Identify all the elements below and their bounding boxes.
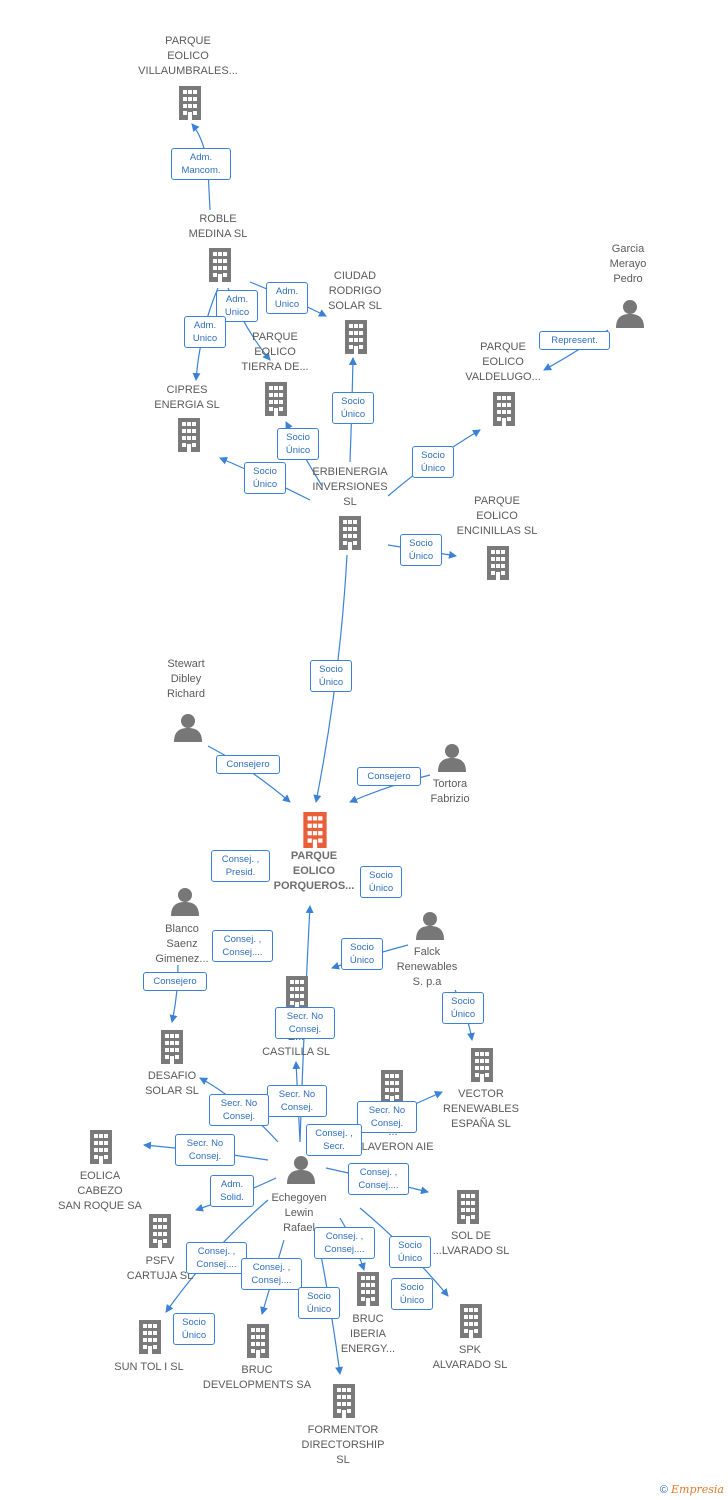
building-icon[interactable] (457, 1304, 485, 1338)
edge-label: Socio Único (244, 462, 286, 494)
building-icon[interactable] (176, 86, 204, 120)
edge-label: Adm. Unico (266, 282, 308, 314)
building-icon[interactable] (490, 392, 518, 426)
person-icon[interactable] (170, 886, 200, 916)
building-icon[interactable] (468, 1048, 496, 1082)
edge-tortora-porqueros (349, 774, 431, 803)
node-label-bruc-iberia[interactable]: BRUC IBERIA ENERGY... (340, 1313, 396, 1355)
node-label-garcia[interactable]: Garcia Merayo Pedro (609, 243, 647, 285)
edge-label: Adm. Mancom. (171, 148, 231, 180)
node-label-porqueros[interactable]: PARQUE EOLICO PORQUEROS... (273, 850, 355, 892)
edge-label: Consej. , Consej.... (241, 1258, 302, 1290)
edge-label: Secr. No Consej. (357, 1101, 417, 1133)
node-label-blanco[interactable]: Blanco Saenz Gimenez... (155, 923, 209, 965)
building-icon[interactable] (136, 1320, 164, 1354)
node-label-tierra[interactable]: PARQUE EOLICO TIERRA DE... (241, 331, 309, 373)
edge-label: Socio Único (173, 1313, 215, 1345)
edge-label: Secr. No Consej. (209, 1094, 269, 1126)
person-icon[interactable] (286, 1154, 316, 1184)
building-icon[interactable] (146, 1214, 174, 1248)
edge-label: Secr. No Consej. (275, 1007, 335, 1039)
node-label-sun-tol[interactable]: SUN TOL I SL (114, 1361, 184, 1373)
edge-label: Secr. No Consej. (175, 1134, 235, 1166)
edge-label: Adm. Solid. (210, 1175, 254, 1207)
edge-label: Socio Único (400, 534, 442, 566)
edge-label: Socio Único (310, 660, 352, 692)
building-icon[interactable] (342, 320, 370, 354)
node-label-eolica-cabezo[interactable]: EOLICA CABEZO SAN ROQUE SA (58, 1170, 142, 1212)
node-label-formentor[interactable]: FORMENTOR DIRECTORSHIP SL (301, 1424, 385, 1466)
node-label-stewart[interactable]: Stewart Dibley Richard (167, 658, 205, 700)
edge-label: Socio Único (442, 992, 484, 1024)
edge-label: Adm. Unico (216, 290, 258, 322)
building-icon[interactable] (175, 418, 203, 452)
edge-label: Consejero (143, 972, 207, 991)
node-label-roble[interactable]: ROBLE MEDINA SL (188, 213, 248, 240)
person-icon[interactable] (615, 298, 645, 328)
building-icon[interactable] (354, 1272, 382, 1306)
building-icon[interactable] (484, 546, 512, 580)
edge-label: Consej. , Presid. (211, 850, 270, 882)
building-icon[interactable] (206, 248, 234, 282)
node-label-villaumbrales[interactable]: PARQUE EOLICO VILLAUMBRALES... (138, 35, 238, 77)
edge-label: Consejero (357, 767, 421, 786)
building-icon[interactable] (336, 516, 364, 550)
node-label-encinillas[interactable]: PARQUE EOLICO ENCINILLAS SL (456, 495, 538, 537)
edge-label: Consej. , Consej.... (186, 1242, 247, 1274)
building-icon[interactable] (283, 976, 311, 1010)
node-label-ciudad-rodrigo[interactable]: CIUDAD RODRIGO SOLAR SL (328, 270, 382, 312)
person-icon[interactable] (437, 742, 467, 772)
node-label-valdelugo[interactable]: PARQUE EOLICO VALDELUGO... (465, 341, 541, 383)
node-label-falck[interactable]: Falck Renewables S. p.a (396, 946, 458, 988)
edge-blanco-desafio (169, 964, 179, 1023)
edge-label: Consej. , Consej.... (348, 1163, 409, 1195)
building-icon[interactable] (244, 1324, 272, 1358)
node-label-bruc-developments[interactable]: BRUC DEVELOPMENTS SA (202, 1364, 312, 1391)
edge-label: Consej. , Secr. (306, 1124, 362, 1156)
node-label-vector[interactable]: VECTOR RENEWABLES ESPAÑA SL (442, 1088, 519, 1130)
edge-label: Consejero (216, 755, 280, 774)
copyright-symbol: © (659, 1484, 668, 1496)
edge-label: Socio Único (360, 866, 402, 898)
node-label-spk[interactable]: SPK ALVARADO SL (432, 1344, 508, 1371)
brand-logo[interactable]: Empresia (671, 1483, 724, 1496)
node-label-erbienergia[interactable]: ERBIENERGIA INVERSIONES SL (312, 466, 388, 508)
building-icon-focus[interactable] (300, 812, 330, 848)
edge-label: Socio Único (389, 1236, 431, 1268)
edge-label: Socio Único (277, 428, 319, 460)
building-icon[interactable] (378, 1070, 406, 1104)
building-icon[interactable] (158, 1030, 186, 1064)
footer: © Empresia (660, 1483, 724, 1496)
edge-label: Socio Único (341, 938, 383, 970)
building-icon[interactable] (262, 382, 290, 416)
edge-label: Adm. Unico (184, 316, 226, 348)
node-label-tortora[interactable]: Tortora Fabrizio (430, 778, 470, 805)
edge-label: Socio Único (412, 446, 454, 478)
edge-label: Secr. No Consej. (267, 1085, 327, 1117)
person-icon[interactable] (173, 712, 203, 742)
edge-label: Socio Único (391, 1278, 433, 1310)
building-icon[interactable] (330, 1384, 358, 1418)
edge-label: Represent. (539, 331, 610, 350)
edge-label: Consej. , Consej.... (314, 1227, 375, 1259)
node-label-sol-alvarado[interactable]: SOL DE ...LVARADO SL (432, 1230, 510, 1257)
building-icon[interactable] (87, 1130, 115, 1164)
edge-label: Consej. , Consej.... (212, 930, 273, 962)
node-label-echegoyen[interactable]: Echegoyen Lewin Rafael (271, 1192, 327, 1234)
building-icon[interactable] (454, 1190, 482, 1224)
edge-label: Socio Único (298, 1287, 340, 1319)
edge-label: Socio Único (332, 392, 374, 424)
person-icon[interactable] (415, 910, 445, 940)
node-label-desafio[interactable]: DESAFIO SOLAR SL (145, 1070, 199, 1097)
node-label-cipres[interactable]: CIPRES ENERGIA SL (154, 384, 220, 411)
